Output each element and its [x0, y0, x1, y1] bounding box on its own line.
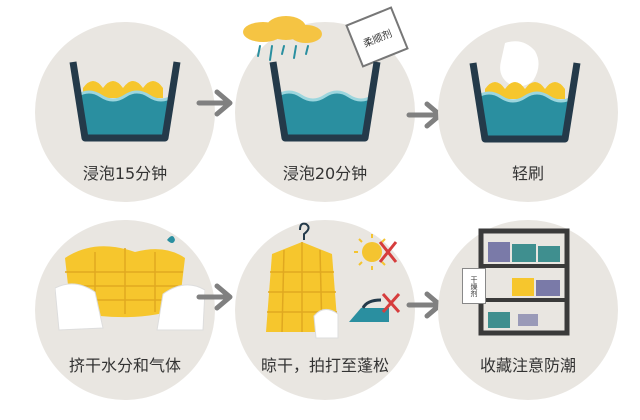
desiccant-pack-icon: 干燥剂 [462, 268, 486, 304]
step-4-label: 挤干水分和气体 [68, 356, 181, 375]
hanger-icon [299, 222, 310, 240]
bucket-icon [469, 41, 581, 143]
step-3-label: 轻刷 [511, 164, 544, 183]
iron-icon [349, 293, 401, 322]
shelf-icon [478, 228, 570, 336]
brush-icon [500, 41, 539, 87]
step-2-label: 浸泡20分钟 [282, 164, 368, 183]
arrow-right-icon [196, 283, 233, 311]
softener-pack-label: 柔顺剂 [361, 28, 394, 50]
cross-icon [381, 293, 401, 313]
bucket-icon [269, 61, 381, 142]
step-6-label: 收藏注意防潮 [479, 356, 576, 375]
desiccant-pack-label: 干燥剂 [470, 275, 478, 297]
jacket-icon [55, 236, 205, 331]
sun-icon [354, 234, 398, 270]
bucket-icon [69, 61, 181, 142]
jacket-icon [266, 222, 339, 339]
cross-icon [378, 241, 398, 263]
cloud-rain-icon [243, 16, 322, 61]
arrow-right-icon [196, 89, 233, 117]
step-1-label: 浸泡15分钟 [82, 164, 168, 183]
step-5-label: 晾干，拍打至蓬松 [260, 356, 389, 375]
